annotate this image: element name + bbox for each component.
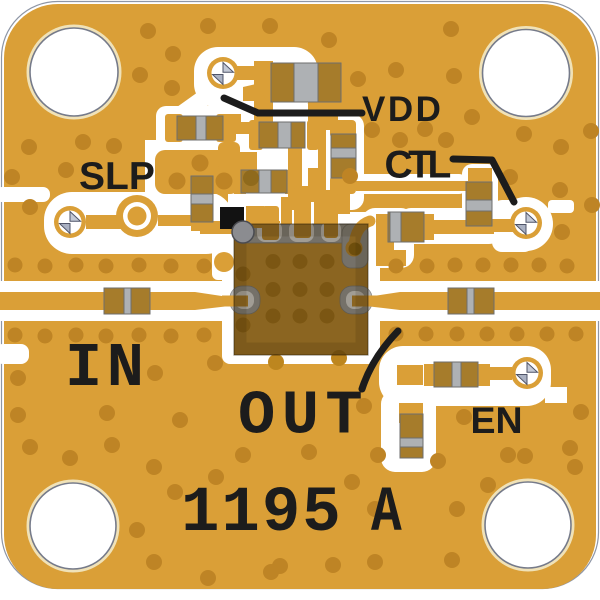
svg-text:SLP: SLP (79, 155, 155, 198)
svg-text:VDD: VDD (362, 90, 443, 129)
svg-text:CTL: CTL (385, 144, 451, 187)
svg-text:IN: IN (65, 333, 148, 404)
svg-text:1195: 1195 (181, 478, 343, 550)
svg-text:OUT: OUT (238, 381, 369, 452)
svg-text:A: A (371, 478, 402, 550)
svg-text:EN: EN (471, 399, 523, 441)
